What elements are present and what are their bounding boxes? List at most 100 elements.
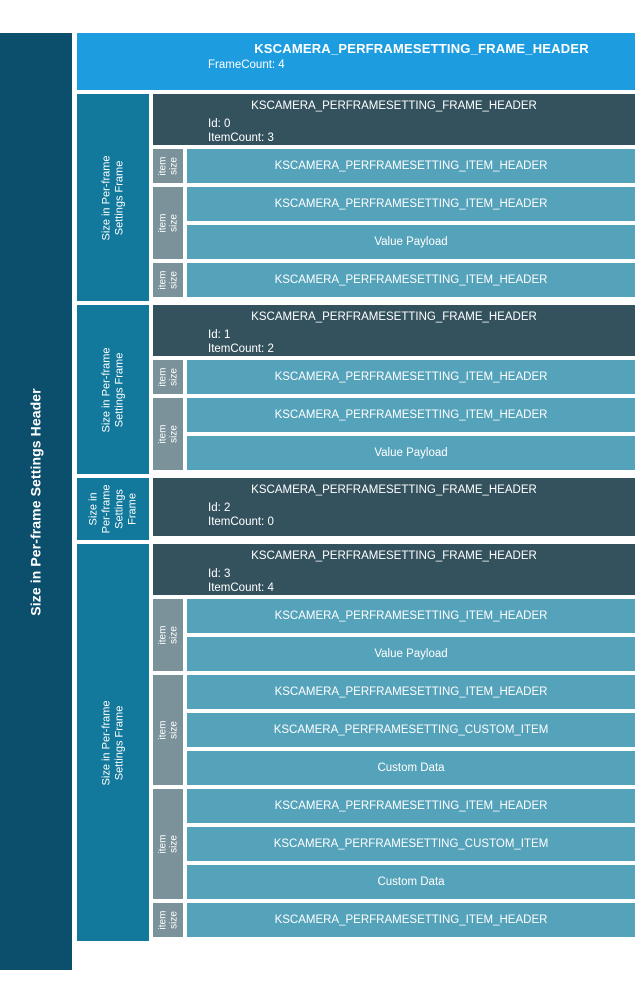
frame-header-meta: Id: 0 ItemCount: 3	[153, 117, 635, 145]
diagram-content: KSCAMERA_PERFRAMESETTING_FRAME_HEADER Fr…	[77, 33, 635, 970]
item-block-label: Value Payload	[374, 447, 448, 459]
frame-body: KSCAMERA_PERFRAMESETTING_FRAME_HEADER Id:…	[153, 478, 635, 540]
item-block-label: KSCAMERA_PERFRAMESETTING_ITEM_HEADER	[274, 800, 548, 812]
frame-header-meta: Id: 3 ItemCount: 4	[153, 567, 635, 595]
frame-header-title: KSCAMERA_PERFRAMESETTING_FRAME_HEADER	[251, 311, 537, 323]
frame-body: KSCAMERA_PERFRAMESETTING_FRAME_HEADER Id:…	[153, 305, 635, 474]
item-block-label: KSCAMERA_PERFRAMESETTING_ITEM_HEADER	[274, 914, 548, 926]
frame-header-block: KSCAMERA_PERFRAMESETTING_FRAME_HEADER Id:…	[153, 94, 635, 145]
item-block: KSCAMERA_PERFRAMESETTING_ITEM_HEADER	[187, 360, 635, 394]
frame-header-title: KSCAMERA_PERFRAMESETTING_FRAME_HEADER	[251, 100, 537, 112]
item-block: Value Payload	[187, 225, 635, 259]
item-block: KSCAMERA_PERFRAMESETTING_ITEM_HEADER	[187, 599, 635, 633]
item-block-label: Custom Data	[377, 762, 445, 774]
item-block: KSCAMERA_PERFRAMESETTING_ITEM_HEADER	[187, 187, 635, 221]
top-frame-header-title: KSCAMERA_PERFRAMESETTING_FRAME_HEADER	[254, 41, 589, 56]
top-frame-header-framecount: FrameCount: 4	[208, 59, 285, 71]
item-block: Value Payload	[187, 637, 635, 671]
item-block-label: Value Payload	[374, 648, 448, 660]
item-blocks: KSCAMERA_PERFRAMESETTING_ITEM_HEADER	[187, 263, 635, 297]
frame-header-meta: Id: 2 ItemCount: 0	[153, 501, 635, 529]
frame-itemcount-label: ItemCount: 3	[208, 132, 274, 145]
frame-id-label: Id: 0	[208, 118, 231, 130]
frame-body: KSCAMERA_PERFRAMESETTING_FRAME_HEADER Id:…	[153, 94, 635, 301]
item-block-label: KSCAMERA_PERFRAMESETTING_ITEM_HEADER	[274, 274, 548, 286]
frame-id-label: Id: 2	[208, 502, 231, 514]
item-block: Custom Data	[187, 751, 635, 785]
item-block: KSCAMERA_PERFRAMESETTING_ITEM_HEADER	[187, 398, 635, 432]
item-block-label: KSCAMERA_PERFRAMESETTING_CUSTOM_ITEM	[273, 724, 549, 736]
item-blocks: KSCAMERA_PERFRAMESETTING_ITEM_HEADER	[187, 149, 635, 183]
item-block-label: Value Payload	[374, 236, 448, 248]
item-blocks: KSCAMERA_PERFRAMESETTING_ITEM_HEADER	[187, 903, 635, 937]
frame-itemcount-label: ItemCount: 4	[208, 582, 274, 595]
frame-header-block: KSCAMERA_PERFRAMESETTING_FRAME_HEADER Id:…	[153, 478, 635, 536]
frame-id-label: Id: 1	[208, 329, 231, 341]
frame-id-label: Id: 3	[208, 568, 231, 580]
item-blocks: KSCAMERA_PERFRAMESETTING_ITEM_HEADER KSCA…	[187, 789, 635, 899]
top-frame-header-block: KSCAMERA_PERFRAMESETTING_FRAME_HEADER Fr…	[77, 33, 635, 90]
item-block-label: KSCAMERA_PERFRAMESETTING_ITEM_HEADER	[274, 409, 548, 421]
item-block: KSCAMERA_PERFRAMESETTING_ITEM_HEADER	[187, 903, 635, 937]
item-block-label: KSCAMERA_PERFRAMESETTING_ITEM_HEADER	[274, 160, 548, 172]
size-in-perframe-settings-header-band: Size in Per-frame Settings Header	[0, 33, 72, 970]
item-block-label: KSCAMERA_PERFRAMESETTING_ITEM_HEADER	[274, 610, 548, 622]
item-blocks: KSCAMERA_PERFRAMESETTING_ITEM_HEADER	[187, 360, 635, 394]
item-block: KSCAMERA_PERFRAMESETTING_ITEM_HEADER	[187, 789, 635, 823]
item-block-label: KSCAMERA_PERFRAMESETTING_CUSTOM_ITEM	[273, 838, 549, 850]
frame-body: KSCAMERA_PERFRAMESETTING_FRAME_HEADER Id:…	[153, 544, 635, 941]
frame-itemcount-label: ItemCount: 0	[208, 516, 274, 529]
item-block: KSCAMERA_PERFRAMESETTING_ITEM_HEADER	[187, 263, 635, 297]
item-block: KSCAMERA_PERFRAMESETTING_ITEM_HEADER	[187, 149, 635, 183]
item-blocks: KSCAMERA_PERFRAMESETTING_ITEM_HEADER Valu…	[187, 398, 635, 470]
frame-header-title: KSCAMERA_PERFRAMESETTING_FRAME_HEADER	[251, 484, 537, 496]
item-block-label: Custom Data	[377, 876, 445, 888]
item-block-label: KSCAMERA_PERFRAMESETTING_ITEM_HEADER	[274, 686, 548, 698]
item-block-label: KSCAMERA_PERFRAMESETTING_ITEM_HEADER	[274, 198, 548, 210]
item-block: KSCAMERA_PERFRAMESETTING_ITEM_HEADER	[187, 675, 635, 709]
frame-header-block: KSCAMERA_PERFRAMESETTING_FRAME_HEADER Id:…	[153, 305, 635, 356]
item-blocks: KSCAMERA_PERFRAMESETTING_ITEM_HEADER Valu…	[187, 599, 635, 671]
frame-header-title: KSCAMERA_PERFRAMESETTING_FRAME_HEADER	[251, 550, 537, 562]
item-block: Value Payload	[187, 436, 635, 470]
